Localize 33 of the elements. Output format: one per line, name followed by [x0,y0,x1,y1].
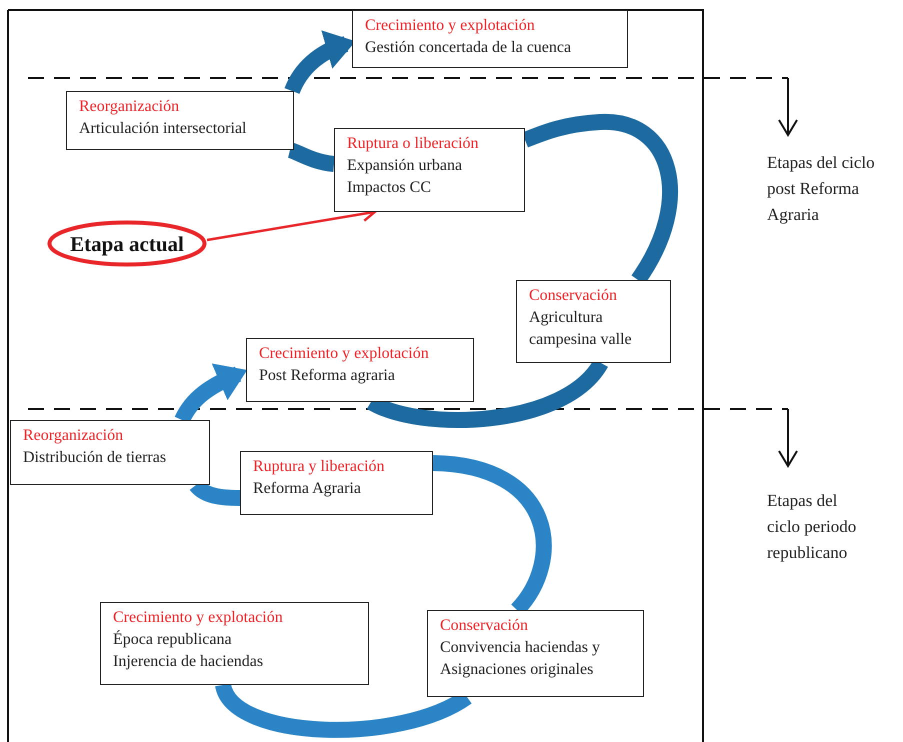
callout-text: Etapa actual [70,232,184,254]
stage-box [100,602,369,685]
stage-heading: Crecimiento y explotación [259,344,429,364]
stage-description: Articulación intersectorial [79,119,246,139]
stage-heading: Crecimiento y explotación [113,608,283,628]
stage-heading: Reorganización [23,426,124,446]
stage-description: Época republicana [113,629,232,650]
stage-description: Post Reforma agraria [259,366,395,386]
stage-box [66,91,294,150]
stage-description: Reforma Agraria [253,479,361,499]
stage-box [246,338,474,402]
stage-heading: Reorganización [79,97,180,117]
stage-description: Expansión urbana [347,156,462,176]
stage-box [240,451,433,515]
oval-callout [47,220,207,267]
stage-box [334,128,525,212]
stage-heading: Conservación [529,286,617,306]
stage-heading: Ruptura o liberación [347,134,479,154]
stage-box [516,280,671,363]
cycle-label: Etapas del ciclo periodo republicano [767,490,858,564]
stage-heading: Conservación [440,616,528,636]
stage-description: Distribución de tierras [23,448,166,468]
stage-description: Impactos CC [347,178,431,198]
stage-box [10,420,210,485]
stage-heading: Crecimiento y explotación [365,16,535,36]
stage-box [427,610,644,697]
stage-description: Agricultura campesina valle [529,308,633,350]
stage-heading: Ruptura y liberación [253,457,385,477]
stage-description: Convivencia haciendas y Asignaciones originales [440,638,601,680]
stage-description: Gestión concertada de la cuenca [365,38,572,58]
stage-description: Injerencia de haciendas [113,652,264,672]
stage-box [352,10,628,68]
cycle-label: Etapas del ciclo post Reforma Agraria [767,152,876,226]
